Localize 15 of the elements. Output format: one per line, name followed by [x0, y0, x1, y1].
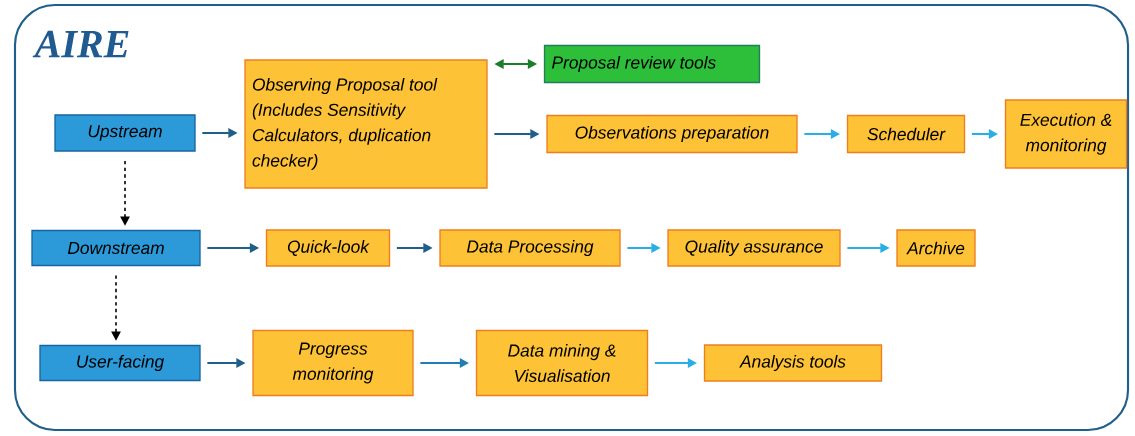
stage-box: User-facing — [39, 344, 201, 382]
process-box: Execution & monitoring — [1004, 99, 1128, 169]
process-box: Progress monitoring — [252, 329, 414, 397]
process-box: Analysis tools — [703, 344, 883, 382]
process-box: Observations preparation — [546, 114, 798, 154]
process-box: Scheduler — [846, 114, 966, 154]
process-box: Data mining & Visualisation — [475, 329, 649, 397]
review-box: Proposal review tools — [543, 44, 761, 84]
stage-box: Upstream — [54, 114, 196, 152]
stage-box: Downstream — [31, 229, 201, 267]
process-box: Data Processing — [439, 229, 621, 267]
process-box: Quality assurance — [667, 229, 841, 267]
process-box: Quick-look — [265, 229, 391, 267]
process-box: Observing Proposal tool (Includes Sensitivity Calculators, duplication checker) — [244, 59, 488, 189]
process-box: Archive — [896, 229, 976, 267]
